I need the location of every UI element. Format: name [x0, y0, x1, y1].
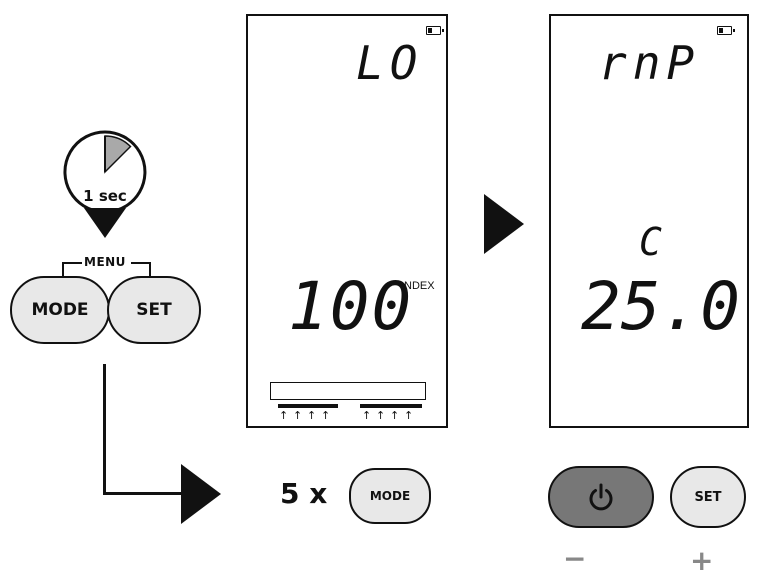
up-arrow-icon: ↑: [307, 409, 317, 422]
timer-pointer: [84, 208, 126, 238]
set-button[interactable]: SET: [107, 276, 201, 344]
up-arrow-icon: ↑: [321, 409, 331, 422]
play-arrow-icon: [181, 464, 221, 524]
lcd1-top-reading: LO: [356, 36, 424, 90]
connector-vertical-line: [103, 364, 106, 494]
lcd-display-index: LO 100 NDEX ↑ ↑ ↑ ↑ ↑ ↑ ↑ ↑: [246, 14, 448, 428]
menu-bracket-right-horz: [131, 262, 151, 264]
menu-bracket-right-vert: [149, 262, 151, 276]
play-arrow-icon: [484, 194, 524, 254]
power-icon: [589, 483, 613, 511]
lcd1-bar-segment-right: [360, 404, 422, 408]
set-button-small[interactable]: SET: [670, 466, 746, 528]
up-arrow-icon: ↑: [362, 409, 372, 422]
up-arrow-icon: ↑: [293, 409, 303, 422]
menu-bracket-left-vert: [62, 262, 64, 276]
battery-icon: [426, 26, 444, 35]
lcd1-bar-frame: [270, 382, 426, 400]
lcd1-unit-label: NDEX: [404, 280, 435, 292]
lcd1-bar-segment-left: [278, 404, 338, 408]
timer-label: 1 sec: [83, 187, 127, 205]
lcd2-unit-symbol: C: [639, 220, 668, 264]
press-count-text: 5 x: [280, 477, 328, 510]
up-arrow-icon: ↑: [279, 409, 289, 422]
lcd2-top-reading: rnP: [599, 36, 701, 90]
lcd-display-temperature: rnP C 25.0: [549, 14, 749, 428]
battery-icon: [717, 26, 735, 35]
plus-sign: +: [690, 544, 714, 577]
power-button[interactable]: [548, 466, 654, 528]
mode-button[interactable]: MODE: [10, 276, 110, 344]
connector-horizontal-line: [103, 492, 183, 495]
lcd2-main-reading: 25.0: [581, 268, 740, 345]
timer-clock-icon: 1 sec: [63, 130, 147, 238]
mode-button-small[interactable]: MODE: [349, 468, 431, 524]
minus-sign: −: [563, 542, 587, 575]
up-arrow-icon: ↑: [390, 409, 400, 422]
timer-wedge: [104, 135, 132, 174]
menu-label: MENU: [84, 255, 126, 269]
up-arrow-icon: ↑: [376, 409, 386, 422]
menu-bracket-left-horz: [62, 262, 82, 264]
lcd1-main-reading: 100: [288, 268, 414, 345]
up-arrow-icon: ↑: [404, 409, 414, 422]
